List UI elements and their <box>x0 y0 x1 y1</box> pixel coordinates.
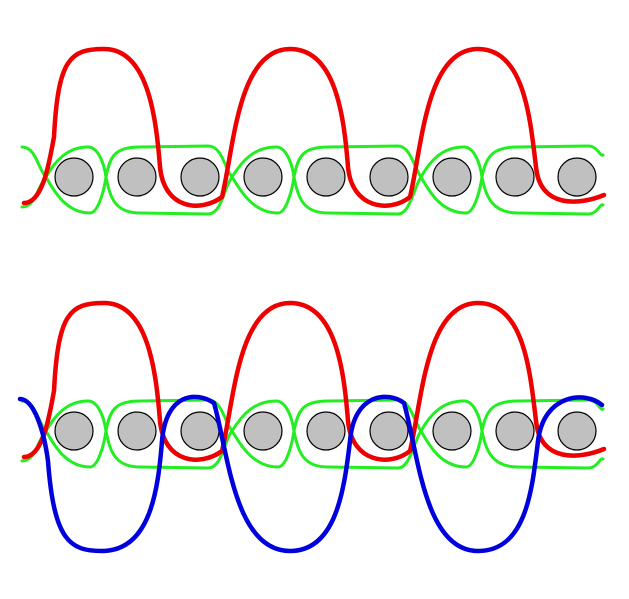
peg <box>243 411 283 451</box>
peg <box>495 411 535 451</box>
peg <box>54 157 94 197</box>
bottom-panel <box>17 300 607 554</box>
peg <box>432 411 472 451</box>
peg <box>54 411 94 451</box>
peg <box>557 411 597 451</box>
peg <box>369 157 409 197</box>
peg <box>243 157 283 197</box>
peg <box>180 157 220 197</box>
peg <box>306 157 346 197</box>
red-strand <box>21 300 607 462</box>
green-strand-b <box>20 399 605 470</box>
peg <box>557 157 597 197</box>
peg <box>432 157 472 197</box>
green-strand-b <box>20 145 605 216</box>
top-panel <box>20 46 607 216</box>
red-strand <box>21 46 607 208</box>
blue-strand <box>17 394 605 554</box>
peg <box>180 411 220 451</box>
peg <box>369 411 409 451</box>
peg <box>495 157 535 197</box>
peg <box>117 411 157 451</box>
peg <box>306 411 346 451</box>
peg <box>117 157 157 197</box>
